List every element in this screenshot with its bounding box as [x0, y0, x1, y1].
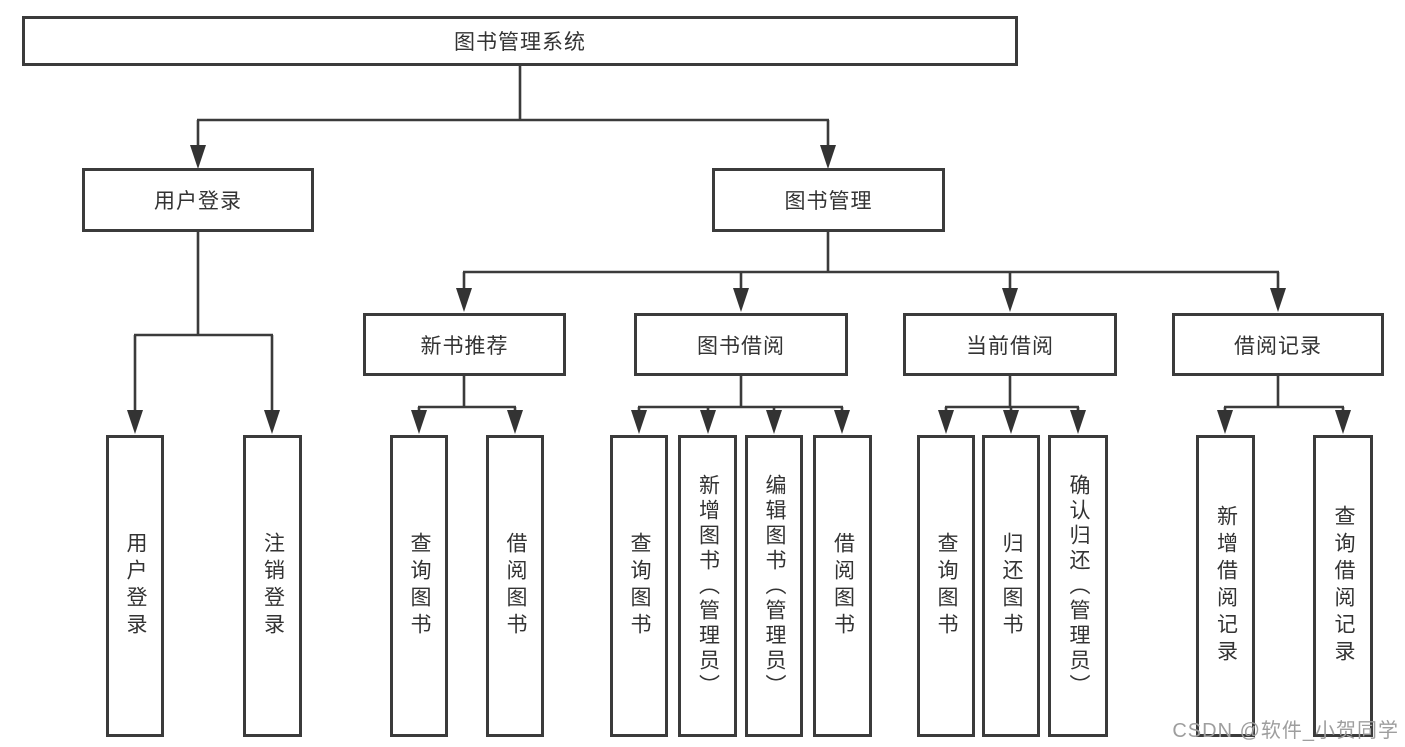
connector-root: [190, 66, 836, 169]
node-current-borrowing: 当前借阅: [903, 313, 1117, 376]
connector-new-book-recommend: [411, 376, 523, 434]
leaf-return-books: 归还图书: [982, 435, 1040, 737]
watermark: CSDN @软件_小贺同学: [1172, 720, 1399, 742]
leaf-borrow-books-recommend: 借阅图书: [486, 435, 544, 737]
node-book-management: 图书管理: [712, 168, 945, 232]
leaf-user-login: 用户登录: [106, 435, 164, 737]
connector-current-borrowing: [938, 376, 1086, 434]
node-user-login: 用户登录: [82, 168, 314, 232]
leaf-query-books-recommend: 查询图书: [390, 435, 448, 737]
leaf-confirm-return-admin: 确认归还（管理员）: [1048, 435, 1108, 737]
connector-book-borrowing: [631, 376, 850, 434]
leaf-borrow-books-borrowing: 借阅图书: [813, 435, 872, 737]
leaf-logout: 注销登录: [243, 435, 302, 737]
connector-borrowing-records: [1217, 376, 1351, 434]
connector-book-management: [456, 232, 1286, 312]
node-borrowing-records: 借阅记录: [1172, 313, 1384, 376]
leaf-edit-book-admin: 编辑图书（管理员）: [745, 435, 803, 737]
leaf-query-books-borrowing: 查询图书: [610, 435, 668, 737]
leaf-query-borrow-record: 查询借阅记录: [1313, 435, 1373, 737]
node-library-system: 图书管理系统: [22, 16, 1018, 66]
connector-user-login: [127, 232, 280, 434]
leaf-query-books-current: 查询图书: [917, 435, 975, 737]
leaf-add-borrow-record: 新增借阅记录: [1196, 435, 1255, 737]
node-book-borrowing: 图书借阅: [634, 313, 848, 376]
node-new-book-recommend: 新书推荐: [363, 313, 566, 376]
leaf-add-book-admin: 新增图书（管理员）: [678, 435, 737, 737]
